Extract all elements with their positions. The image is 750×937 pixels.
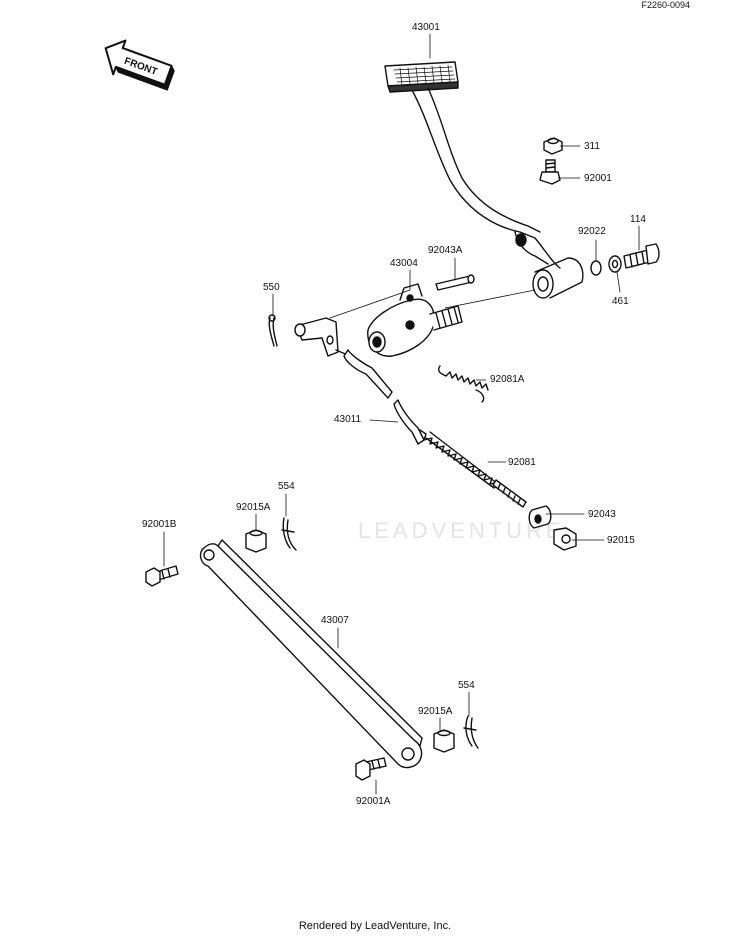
callout-92043A: 92043A [428, 245, 463, 256]
leader-lines [163, 33, 640, 795]
clevis [294, 317, 351, 357]
cotter-pin-550 [268, 314, 278, 347]
callout-92081A: 92081A [490, 374, 525, 385]
bolt-92001 [539, 159, 561, 185]
callout-554-bottom: 554 [458, 680, 475, 691]
washer-92022 [590, 260, 602, 276]
threaded-rod-end [492, 479, 527, 508]
callout-92001: 92001 [584, 173, 612, 184]
brake-pedal [384, 61, 584, 299]
bolt-92001B [145, 565, 179, 587]
callout-92081: 92081 [508, 457, 536, 468]
callout-43001: 43001 [412, 22, 440, 33]
nut-92015 [553, 527, 577, 551]
watermark-text: LEADVENTURE [358, 518, 565, 543]
callout-550: 550 [263, 282, 280, 293]
bolt-114 [623, 243, 660, 269]
callout-43011: 43011 [334, 414, 362, 425]
spring-92081 [419, 429, 499, 489]
spring-92081A [437, 365, 489, 403]
pedal-pad-grid [393, 64, 456, 86]
nut-92015A-bottom [433, 729, 455, 753]
nut-311 [543, 137, 563, 155]
washer-461 [608, 255, 622, 273]
bolt-92001A [355, 757, 387, 781]
callout-461: 461 [612, 296, 629, 307]
nut-92015A-top [245, 529, 267, 553]
figure-reference: F2260-0094 [641, 0, 690, 10]
brake-lever-43004 [367, 283, 463, 357]
clip-554-bottom [463, 715, 479, 749]
link-bar-43007 [199, 539, 423, 769]
callout-114: 114 [630, 214, 646, 225]
pin-92043 [528, 505, 552, 529]
callout-92001B: 92001B [142, 519, 177, 530]
callout-92001A: 92001A [356, 796, 391, 807]
callout-43007: 43007 [321, 615, 349, 626]
front-arrow-icon: FRONT [104, 39, 175, 91]
callout-43004: 43004 [390, 258, 418, 269]
footer-credit: Rendered by LeadVenture, Inc. [298, 920, 452, 932]
callout-92022: 92022 [578, 226, 606, 237]
callout-92015A-top: 92015A [236, 502, 271, 513]
callout-311: 311 [584, 141, 600, 152]
callout-554-top: 554 [278, 481, 295, 492]
clip-554-top [281, 517, 297, 551]
callout-92043: 92043 [588, 509, 616, 520]
pin-92043A [435, 274, 475, 291]
callout-92015: 92015 [607, 535, 635, 546]
callout-92015A-bottom: 92015A [418, 706, 453, 717]
brake-rod-43011 [343, 349, 425, 445]
